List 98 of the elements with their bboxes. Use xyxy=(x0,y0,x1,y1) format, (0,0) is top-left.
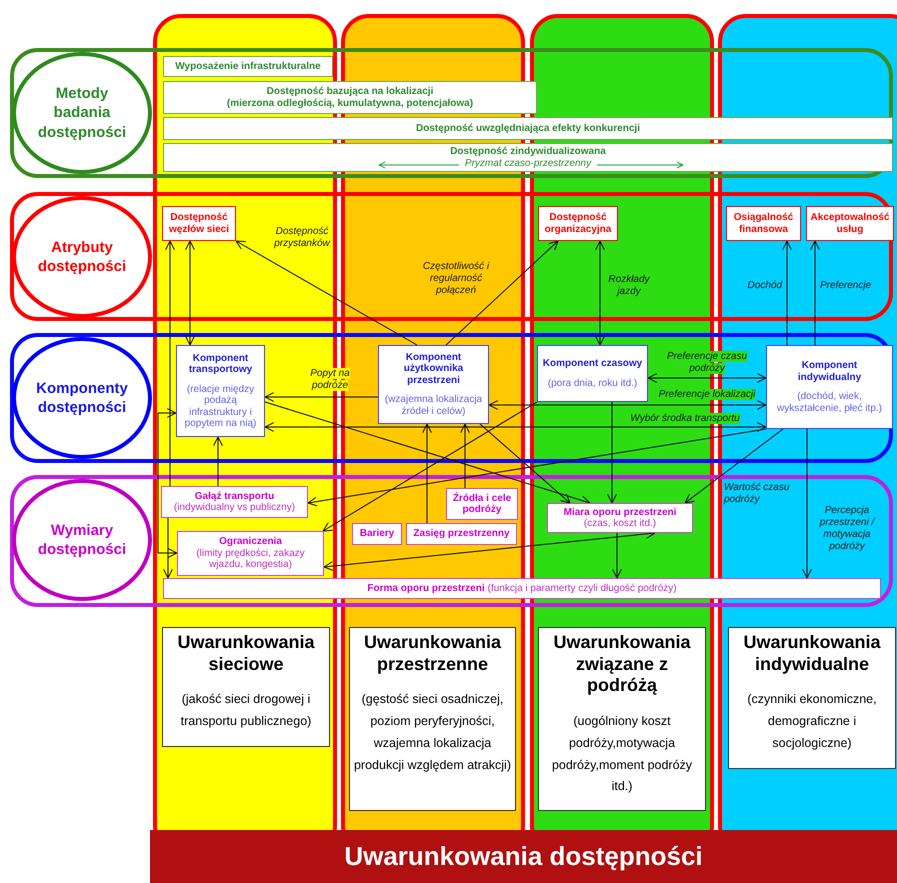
attribute-box xyxy=(538,206,618,241)
box-title: Ograniczenia xyxy=(219,536,282,548)
arrow xyxy=(684,428,784,504)
arrow xyxy=(595,240,605,346)
arrow xyxy=(480,424,570,504)
box-title: Źródła i cele podróży xyxy=(452,492,512,516)
arrow xyxy=(488,400,766,410)
arrow xyxy=(158,408,178,558)
box-title: Komponent użytkownika przestrzeni xyxy=(402,352,464,386)
box-title: Zasięg przestrzenny xyxy=(413,528,510,540)
arrow xyxy=(607,402,617,504)
box-title: Osiągalność finansowa xyxy=(732,212,794,235)
box-description: (mierzona odległością, kumulatywna, potencjałowa) xyxy=(226,98,474,109)
category-circle xyxy=(12,479,152,601)
box-title: Dostępność bazująca na lokalizacji xyxy=(266,86,434,98)
method-box xyxy=(163,143,893,172)
box-description: (relacje między podażą infrastruktury i popytem na nią) xyxy=(184,384,258,430)
arrow xyxy=(264,422,766,432)
attribute-box xyxy=(162,206,236,241)
component-box xyxy=(537,345,648,402)
box-title: Miara oporu przestrzeni xyxy=(564,506,676,518)
category-label: Metody badania dostępności xyxy=(36,84,128,142)
arrow xyxy=(264,392,378,402)
category-label: Wymiary dostępności xyxy=(36,520,128,560)
box-title: Uwarunkowania indywidualne xyxy=(742,632,882,676)
box-description: (jakość sieci drogowej i transportu publicznego) xyxy=(180,691,312,730)
method-box xyxy=(163,81,537,114)
arrow xyxy=(236,240,418,346)
arrow xyxy=(802,428,812,578)
footer-banner xyxy=(150,830,897,883)
arrow xyxy=(308,428,766,506)
box-title: Bariery xyxy=(360,528,394,540)
dimension-box xyxy=(352,523,402,545)
edge-label: Wybór środka transportu xyxy=(629,413,741,425)
dimension-box xyxy=(547,503,693,533)
arrow xyxy=(165,240,175,486)
arrow xyxy=(422,424,432,524)
box-title: Uwarunkowania sieciowe xyxy=(176,632,316,676)
attribute-box xyxy=(726,206,801,241)
box-title: Dostępność uwzględniająca efekty konkurencji xyxy=(416,122,640,134)
box-description: (funkcja i paramerty czyli długość podróży) xyxy=(488,582,677,594)
method-box xyxy=(163,56,333,77)
component-box xyxy=(176,345,265,437)
box-title: Dostępność zindywidualizowana xyxy=(450,146,606,158)
dimension-box xyxy=(446,488,518,520)
box-description: (limity prędkości, zakazy wjazdu, kongestia) xyxy=(195,548,306,571)
dimension-box xyxy=(161,486,308,518)
dimension-box xyxy=(163,578,881,599)
dimension-box xyxy=(406,523,517,545)
box-title: Gałąź transportu xyxy=(194,490,274,502)
category-label: Atrybuty dostępności xyxy=(36,238,128,276)
arrow xyxy=(322,402,538,532)
arrow xyxy=(612,532,622,578)
banner-title: Uwarunkowania dostępności xyxy=(344,842,703,872)
arrow xyxy=(810,240,820,346)
box-description: (uogólniony koszt podróży,motywacja podróży,moment podróży itd.) xyxy=(550,712,694,796)
box-title: Komponent transportowy xyxy=(188,352,254,376)
category-circle xyxy=(12,337,152,459)
arrow xyxy=(446,240,558,346)
edge-label: Popyt na podróże xyxy=(309,368,351,392)
attribute-box xyxy=(806,206,894,241)
box-description: (gęstość sieci osadniczej, poziom peryferyjności, wzajemna lokalizacja produkcji względem atrakcji) xyxy=(352,691,512,774)
condition-box xyxy=(349,627,516,811)
arrow xyxy=(185,240,195,346)
arrow xyxy=(264,402,590,506)
box-description: (czynniki ekonomiczne, demograficzne i socjologiczne) xyxy=(746,691,878,752)
condition-box xyxy=(162,627,330,747)
arrow xyxy=(782,240,792,346)
component-box xyxy=(766,345,893,429)
box-title: Uwarunkowania przestrzenne xyxy=(362,632,502,676)
category-circle xyxy=(12,196,152,318)
box-description: Pryzmat czaso-przestrzenny xyxy=(458,158,598,169)
box-title: Wyposażenie infrastrukturalne xyxy=(175,60,321,72)
box-description: (pora dnia, roku itd.) xyxy=(548,378,638,389)
box-title: Komponent indywidualny xyxy=(796,360,862,383)
box-title: Akceptowalność usług xyxy=(810,212,890,235)
box-title: Dostępność węzłów sieci xyxy=(168,212,230,235)
method-box xyxy=(163,117,893,140)
box-title: Komponent czasowy xyxy=(542,358,642,370)
component-box xyxy=(378,345,489,424)
arrow xyxy=(163,518,173,578)
box-title: Uwarunkowania związane z podróżą xyxy=(552,632,692,697)
box-title: Forma oporu przestrzeni xyxy=(367,582,485,594)
box-title: Dostępność organizacyjna xyxy=(544,212,612,235)
condition-box xyxy=(538,627,706,811)
condition-box xyxy=(728,627,896,769)
category-label: Komponenty dostępności xyxy=(35,378,129,418)
edge-label: Dostępność przystanków xyxy=(273,226,332,250)
arrow xyxy=(213,436,223,486)
category-circle xyxy=(12,52,152,174)
arrow xyxy=(460,424,470,488)
box-description: (dochód, wiek, wykształcenie, płeć itp.) xyxy=(776,391,884,414)
edge-label: Preferencje xyxy=(820,280,872,292)
box-description: (czas, koszt itd.) xyxy=(584,518,656,530)
arrow xyxy=(648,373,766,383)
dimension-box xyxy=(177,531,324,576)
box-description: (indywidualny vs publiczny) xyxy=(174,502,296,514)
box-description: (wzajemna lokalizacja źródeł i celów) xyxy=(384,394,484,418)
